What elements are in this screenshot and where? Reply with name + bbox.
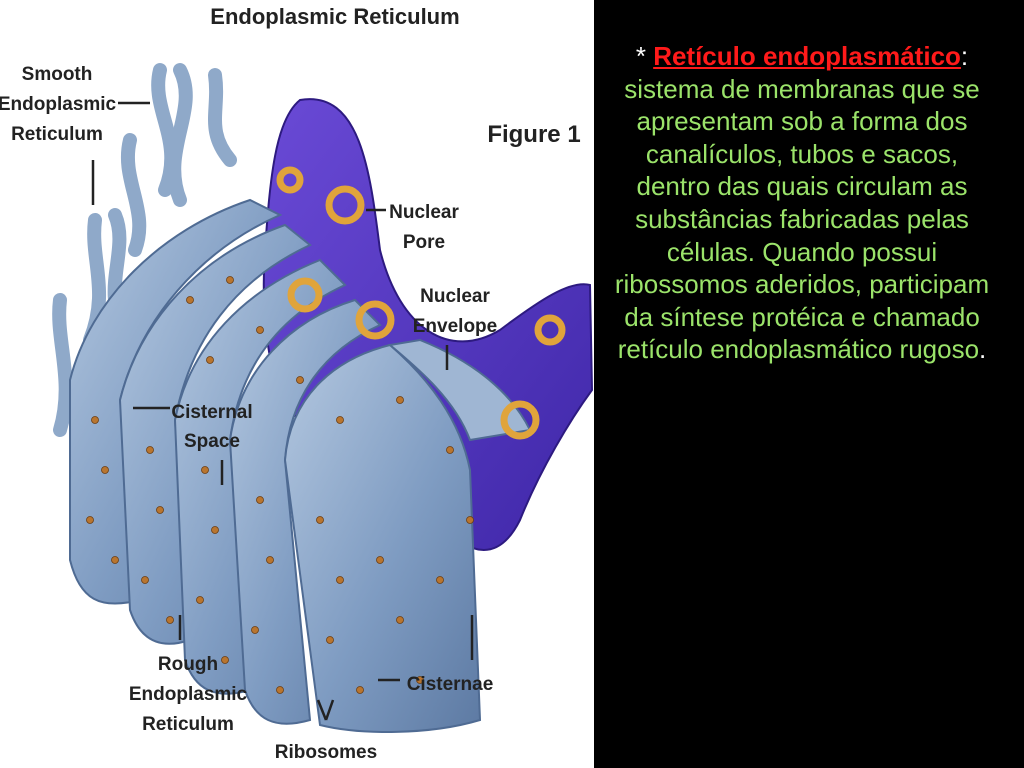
ribosomes-dots [86,276,474,694]
label-rough-er-2: Endoplasmic [129,684,248,705]
label-cisternal-space-1: Cisternal [171,402,252,423]
label-leaders [91,101,474,721]
label-smooth-er-2: Endoplasmic [0,94,117,115]
label-cisternae: Cisternae [407,674,494,695]
figure-title: Endoplasmic Reticulum [210,4,459,29]
definition-body: sistema de membranas que se apresentam s… [614,73,990,365]
label-rough-er-1: Rough [158,654,218,675]
label-rough-er-3: Reticulum [142,714,234,735]
term-colon: : [960,41,969,71]
label-smooth-er-1: Smooth [22,64,93,85]
figure-label: Figure 1 [487,121,580,148]
nuclear-pores [276,166,566,440]
label-smooth-er-3: Reticulum [11,124,103,145]
er-figure: Endoplasmic Reticulum Figure 1 Smooth En… [0,0,594,768]
label-nuclear-pore-1: Nuclear [389,202,459,223]
er-illustration: Endoplasmic Reticulum Figure 1 Smooth En… [0,4,594,763]
smooth-er-tubes [52,63,237,437]
label-nuclear-pore-2: Pore [403,232,445,253]
rough-er-stack [69,198,532,733]
label-cisternal-space-2: Space [184,431,240,452]
label-nuclear-envelope-2: Envelope [413,316,497,337]
term-reticulo-endoplasmatico: Retículo endoplasmático [653,41,961,71]
label-ribosomes: Ribosomes [275,742,377,763]
final-period: . [979,334,987,365]
bullet-asterisk: * [635,41,646,71]
label-nuclear-envelope-1: Nuclear [420,286,490,307]
definition-text: * Retículo endoplasmático: sistema de me… [612,40,992,366]
